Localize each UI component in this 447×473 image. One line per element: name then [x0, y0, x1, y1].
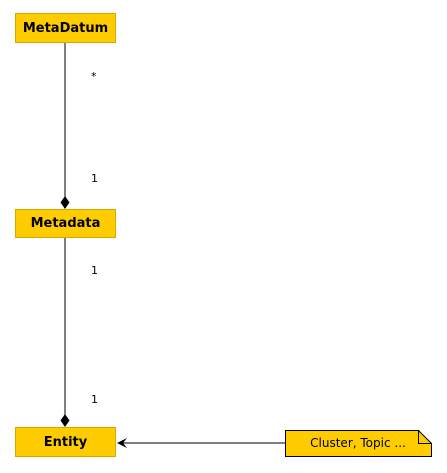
class-metadata[interactable]: Metadata [15, 209, 116, 238]
class-metadatum-label: MetaDatum [22, 20, 109, 36]
class-entity-label: Entity [43, 434, 88, 450]
class-metadatum[interactable]: MetaDatum [15, 13, 116, 43]
arrowhead-icon [117, 438, 127, 448]
class-metadata-label: Metadata [30, 216, 101, 231]
composition-diamond-entity [60, 414, 70, 427]
composition-diamond-metadata [60, 196, 70, 209]
multiplicity-metadata-bottom: 1 [91, 264, 98, 277]
note-text: Cluster, Topic ... [310, 436, 406, 450]
multiplicity-entity: 1 [91, 393, 98, 406]
note-shape [285, 430, 432, 457]
multiplicity-metadatum: * [91, 70, 97, 83]
note-fold-icon [418, 430, 432, 444]
multiplicity-metadata-top: 1 [91, 172, 98, 185]
note: Cluster, Topic ... [285, 430, 432, 457]
class-entity[interactable]: Entity [15, 427, 116, 457]
